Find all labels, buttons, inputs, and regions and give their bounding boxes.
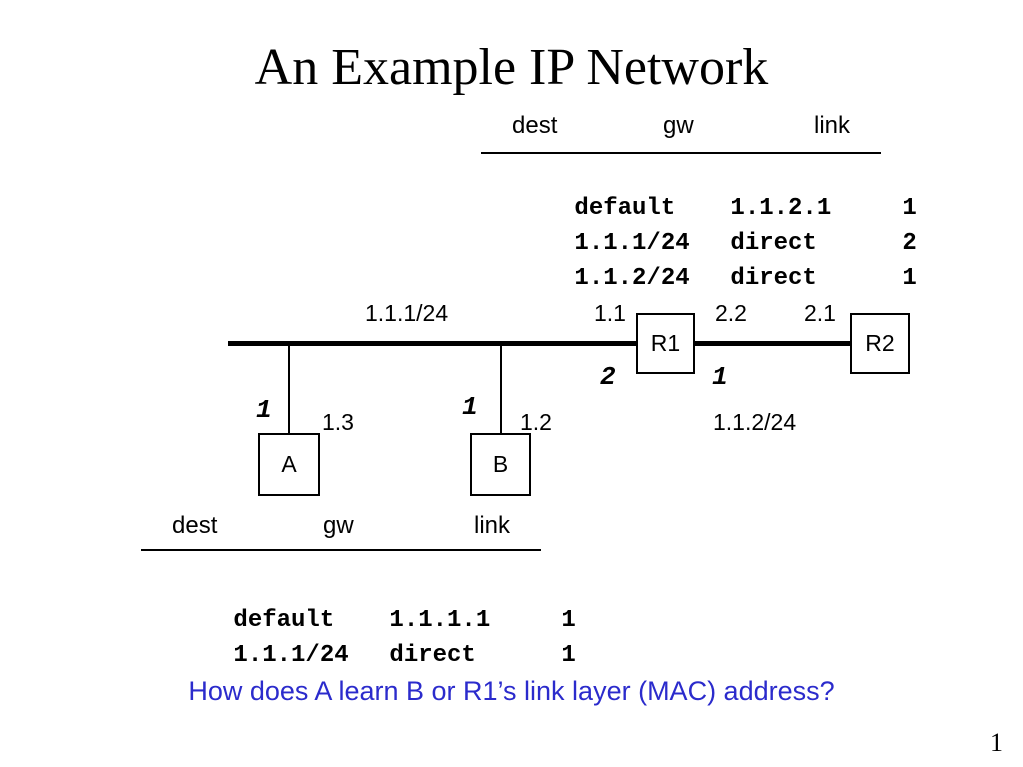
host-a-drop-wire <box>288 345 290 449</box>
r1-row-dest: 1.1.1/24 <box>574 230 690 257</box>
a-table-header-gw: gw <box>323 512 354 539</box>
host-b-drop-wire <box>500 345 502 449</box>
r1-right-address: 2.2 <box>715 300 747 326</box>
r1-table-row: 1.1.1/24 direct 2 <box>488 193 917 295</box>
a-row-link: 1 <box>561 642 576 669</box>
lan-1-1-2-wire <box>694 341 850 346</box>
r1-table-header-gw: gw <box>663 112 694 139</box>
host-a-address: 1.3 <box>322 409 354 435</box>
host-a: A <box>258 433 320 496</box>
host-b-address: 1.2 <box>520 409 552 435</box>
r1-row-dest: default <box>574 195 676 222</box>
page-title: An Example IP Network <box>254 39 769 96</box>
subnet-left-label: 1.1.1/24 <box>365 300 449 326</box>
r1-row-gw: 1.1.2.1 <box>730 195 832 222</box>
r2-address: 2.1 <box>804 300 836 326</box>
r1-row-link: 1 <box>902 265 917 292</box>
host-b-link-number: 1 <box>462 392 478 422</box>
page-number: 1 <box>990 728 1003 757</box>
r1-row-link: 2 <box>902 230 917 257</box>
question-text: How does A learn B or R1’s link layer (M… <box>188 676 835 706</box>
a-row-gw: direct <box>389 642 476 669</box>
a-table-row: default 1.1.1.1 1 <box>147 570 576 672</box>
router-r1: R1 <box>636 313 695 374</box>
a-table-header-link: link <box>474 512 511 539</box>
r1-table-header-link: link <box>814 112 851 139</box>
r1-row-gw: direct <box>730 265 817 292</box>
host-a-link-number: 1 <box>256 395 272 425</box>
a-row-link: 1 <box>561 607 576 634</box>
a-table-divider <box>141 549 541 551</box>
a-row-dest: 1.1.1/24 <box>233 642 349 669</box>
a-table-header-dest: dest <box>172 512 218 539</box>
subnet-right-label: 1.1.2/24 <box>713 409 797 435</box>
r1-table-row: 1.1.2/24 direct 1 <box>488 228 917 330</box>
host-a-label: A <box>281 451 297 477</box>
a-row-dest: default <box>233 607 335 634</box>
router-r2-label: R2 <box>865 330 895 356</box>
r1-right-link-number: 1 <box>712 362 728 392</box>
r1-table-row: default 1.1.2.1 1 <box>488 158 917 260</box>
r1-left-address: 1.1 <box>594 300 626 326</box>
r1-row-link: 1 <box>902 195 917 222</box>
r1-left-link-number: 2 <box>600 362 616 392</box>
router-r1-label: R1 <box>650 330 681 356</box>
host-b: B <box>470 433 531 496</box>
a-table-row: 1.1.1/24 direct 1 <box>147 605 576 707</box>
r1-row-dest: 1.1.2/24 <box>574 265 690 292</box>
r1-table-divider <box>481 152 881 154</box>
r1-row-gw: direct <box>730 230 817 257</box>
r1-table-header-dest: dest <box>512 112 558 139</box>
router-r2: R2 <box>850 313 910 374</box>
lan-1-1-1-wire <box>228 341 636 346</box>
host-b-label: B <box>492 451 509 477</box>
a-row-gw: 1.1.1.1 <box>389 607 491 634</box>
